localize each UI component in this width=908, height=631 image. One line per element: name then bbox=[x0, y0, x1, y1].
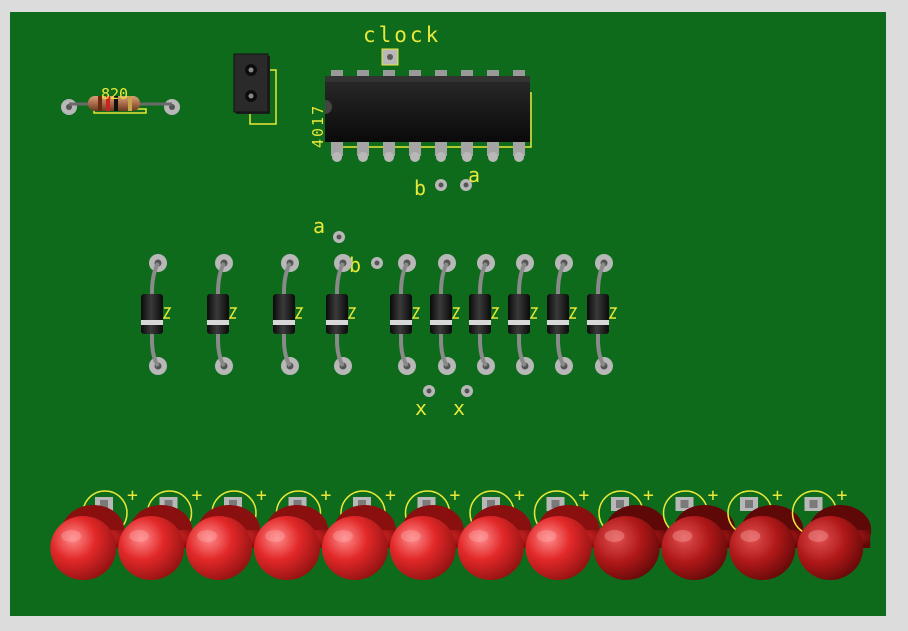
led-polarity-label: + bbox=[127, 485, 138, 506]
led-icon: + bbox=[321, 485, 396, 580]
led-icon: + bbox=[525, 485, 600, 580]
led-polarity-label: + bbox=[450, 485, 461, 506]
ic-pin-top bbox=[409, 70, 421, 79]
ic-pin-bottom bbox=[383, 140, 395, 156]
led-polarity-label: + bbox=[321, 485, 332, 506]
led-polarity-label: + bbox=[708, 485, 719, 506]
ic-pin-bottom bbox=[331, 140, 343, 156]
ic-pad bbox=[410, 152, 420, 162]
ic-pin-top bbox=[461, 70, 473, 79]
ic-pin-bottom bbox=[409, 140, 421, 156]
diode-icon bbox=[547, 254, 578, 375]
diode-row bbox=[141, 254, 618, 375]
diode-icon bbox=[390, 254, 421, 375]
led-polarity-label: + bbox=[385, 485, 396, 506]
x-pad-left bbox=[423, 385, 435, 397]
diode-icon bbox=[273, 254, 304, 375]
resistor-value-label: 820 bbox=[101, 85, 128, 103]
b-pad-mid bbox=[371, 257, 383, 269]
led-row: + + + + + + + + + + + + bbox=[50, 485, 872, 580]
ic-pin-top bbox=[435, 70, 447, 79]
led-polarity-label: + bbox=[192, 485, 203, 506]
led-icon: + bbox=[118, 485, 203, 580]
x-label-left: x bbox=[415, 396, 427, 420]
ic-pad bbox=[332, 152, 342, 162]
ic-pin-top bbox=[357, 70, 369, 79]
ic-pins bbox=[331, 70, 525, 162]
a-pad-mid bbox=[333, 231, 345, 243]
ic-pad bbox=[488, 152, 498, 162]
led-polarity-label: + bbox=[643, 485, 654, 506]
led-icon: + bbox=[727, 485, 804, 580]
diode-icon bbox=[469, 254, 500, 375]
ic-pin-top bbox=[513, 70, 525, 79]
led-icon: + bbox=[186, 485, 267, 580]
ic-part-label: 4017 bbox=[309, 104, 327, 148]
x-label-right: x bbox=[453, 396, 465, 420]
ic-pin-top bbox=[487, 70, 499, 79]
diode-icon bbox=[326, 254, 357, 375]
led-polarity-label: + bbox=[837, 485, 848, 506]
two-pin-header-icon bbox=[233, 53, 277, 125]
clock-label: clock bbox=[363, 23, 441, 47]
x-pad-right bbox=[461, 385, 473, 397]
ic-pin-bottom bbox=[357, 140, 369, 156]
led-polarity-label: + bbox=[256, 485, 267, 506]
led-icon: + bbox=[254, 485, 332, 580]
led-icon: + bbox=[50, 485, 138, 580]
ic-pad bbox=[384, 152, 394, 162]
ic-pin-bottom bbox=[513, 140, 525, 156]
diode-icon bbox=[587, 254, 618, 375]
led-icon: + bbox=[593, 485, 668, 580]
ic-pad bbox=[358, 152, 368, 162]
led-icon: + bbox=[457, 485, 532, 580]
ic-pin-bottom bbox=[461, 140, 473, 156]
resistor-icon bbox=[61, 96, 180, 115]
a-label-top: a bbox=[468, 163, 480, 187]
diode-icon bbox=[207, 254, 238, 375]
ic-pad bbox=[514, 152, 524, 162]
led-icon: + bbox=[661, 485, 736, 580]
b-label-mid: b bbox=[349, 253, 361, 277]
ic-pin-bottom bbox=[435, 140, 447, 156]
led-polarity-label: + bbox=[579, 485, 590, 506]
diode-icon bbox=[508, 254, 539, 375]
led-icon: + bbox=[791, 485, 872, 580]
led-icon: + bbox=[389, 485, 464, 580]
ic-pin-top bbox=[383, 70, 395, 79]
diode-icon bbox=[141, 254, 172, 375]
diode-icon bbox=[430, 254, 461, 375]
a-pad-top bbox=[460, 179, 472, 191]
led-polarity-label: + bbox=[772, 485, 783, 506]
b-label-top: b bbox=[414, 176, 426, 200]
ic-pad bbox=[436, 152, 446, 162]
ic-pin-top bbox=[331, 70, 343, 79]
ic-pad bbox=[462, 152, 472, 162]
a-label-mid: a bbox=[313, 214, 325, 238]
clock-pad bbox=[381, 48, 399, 66]
ic-pin-bottom bbox=[487, 140, 499, 156]
led-polarity-label: + bbox=[514, 485, 525, 506]
dip-chip-icon bbox=[325, 70, 532, 162]
b-pad-top bbox=[435, 179, 447, 191]
